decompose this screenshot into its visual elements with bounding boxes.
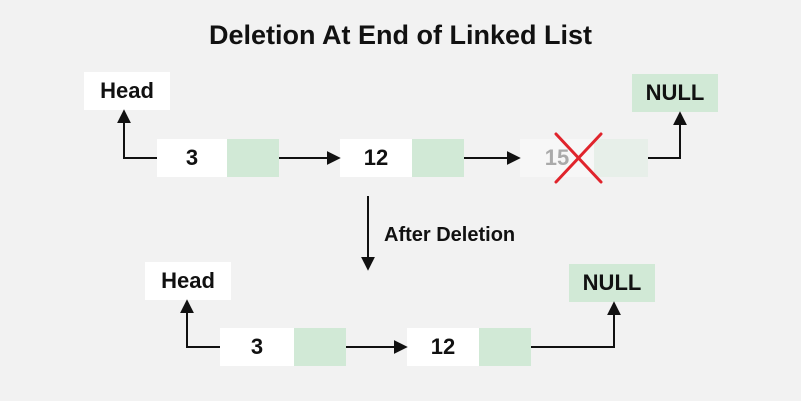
node-value: 3	[220, 328, 294, 366]
node-before-3-deleted: 15	[520, 139, 648, 177]
node-before-2: 12	[340, 139, 464, 177]
null-label-before: NULL	[632, 74, 718, 112]
node-pointer	[412, 139, 464, 177]
node-value: 15	[520, 139, 594, 177]
diagram-title: Deletion At End of Linked List	[209, 20, 592, 50]
node-before-1: 3	[157, 139, 279, 177]
null-pointer-arrow-after	[531, 301, 621, 348]
head-label-before: Head	[84, 72, 170, 110]
null-label-after: NULL	[569, 264, 655, 302]
node-value: 12	[340, 139, 412, 177]
delete-x-icon	[554, 132, 603, 184]
after-deletion-label: After Deletion	[384, 224, 516, 246]
node-after-1: 3	[220, 328, 346, 366]
node-value: 12	[407, 328, 479, 366]
node-pointer	[227, 139, 279, 177]
node-pointer	[594, 139, 648, 177]
head-pointer-arrow-after	[180, 299, 220, 348]
node-pointer	[479, 328, 531, 366]
node-after-2: 12	[407, 328, 531, 366]
head-pointer-arrow-before	[117, 109, 157, 159]
node-pointer	[294, 328, 346, 366]
null-pointer-arrow-before	[648, 111, 687, 159]
head-label-after: Head	[145, 262, 231, 300]
node-value: 3	[157, 139, 227, 177]
